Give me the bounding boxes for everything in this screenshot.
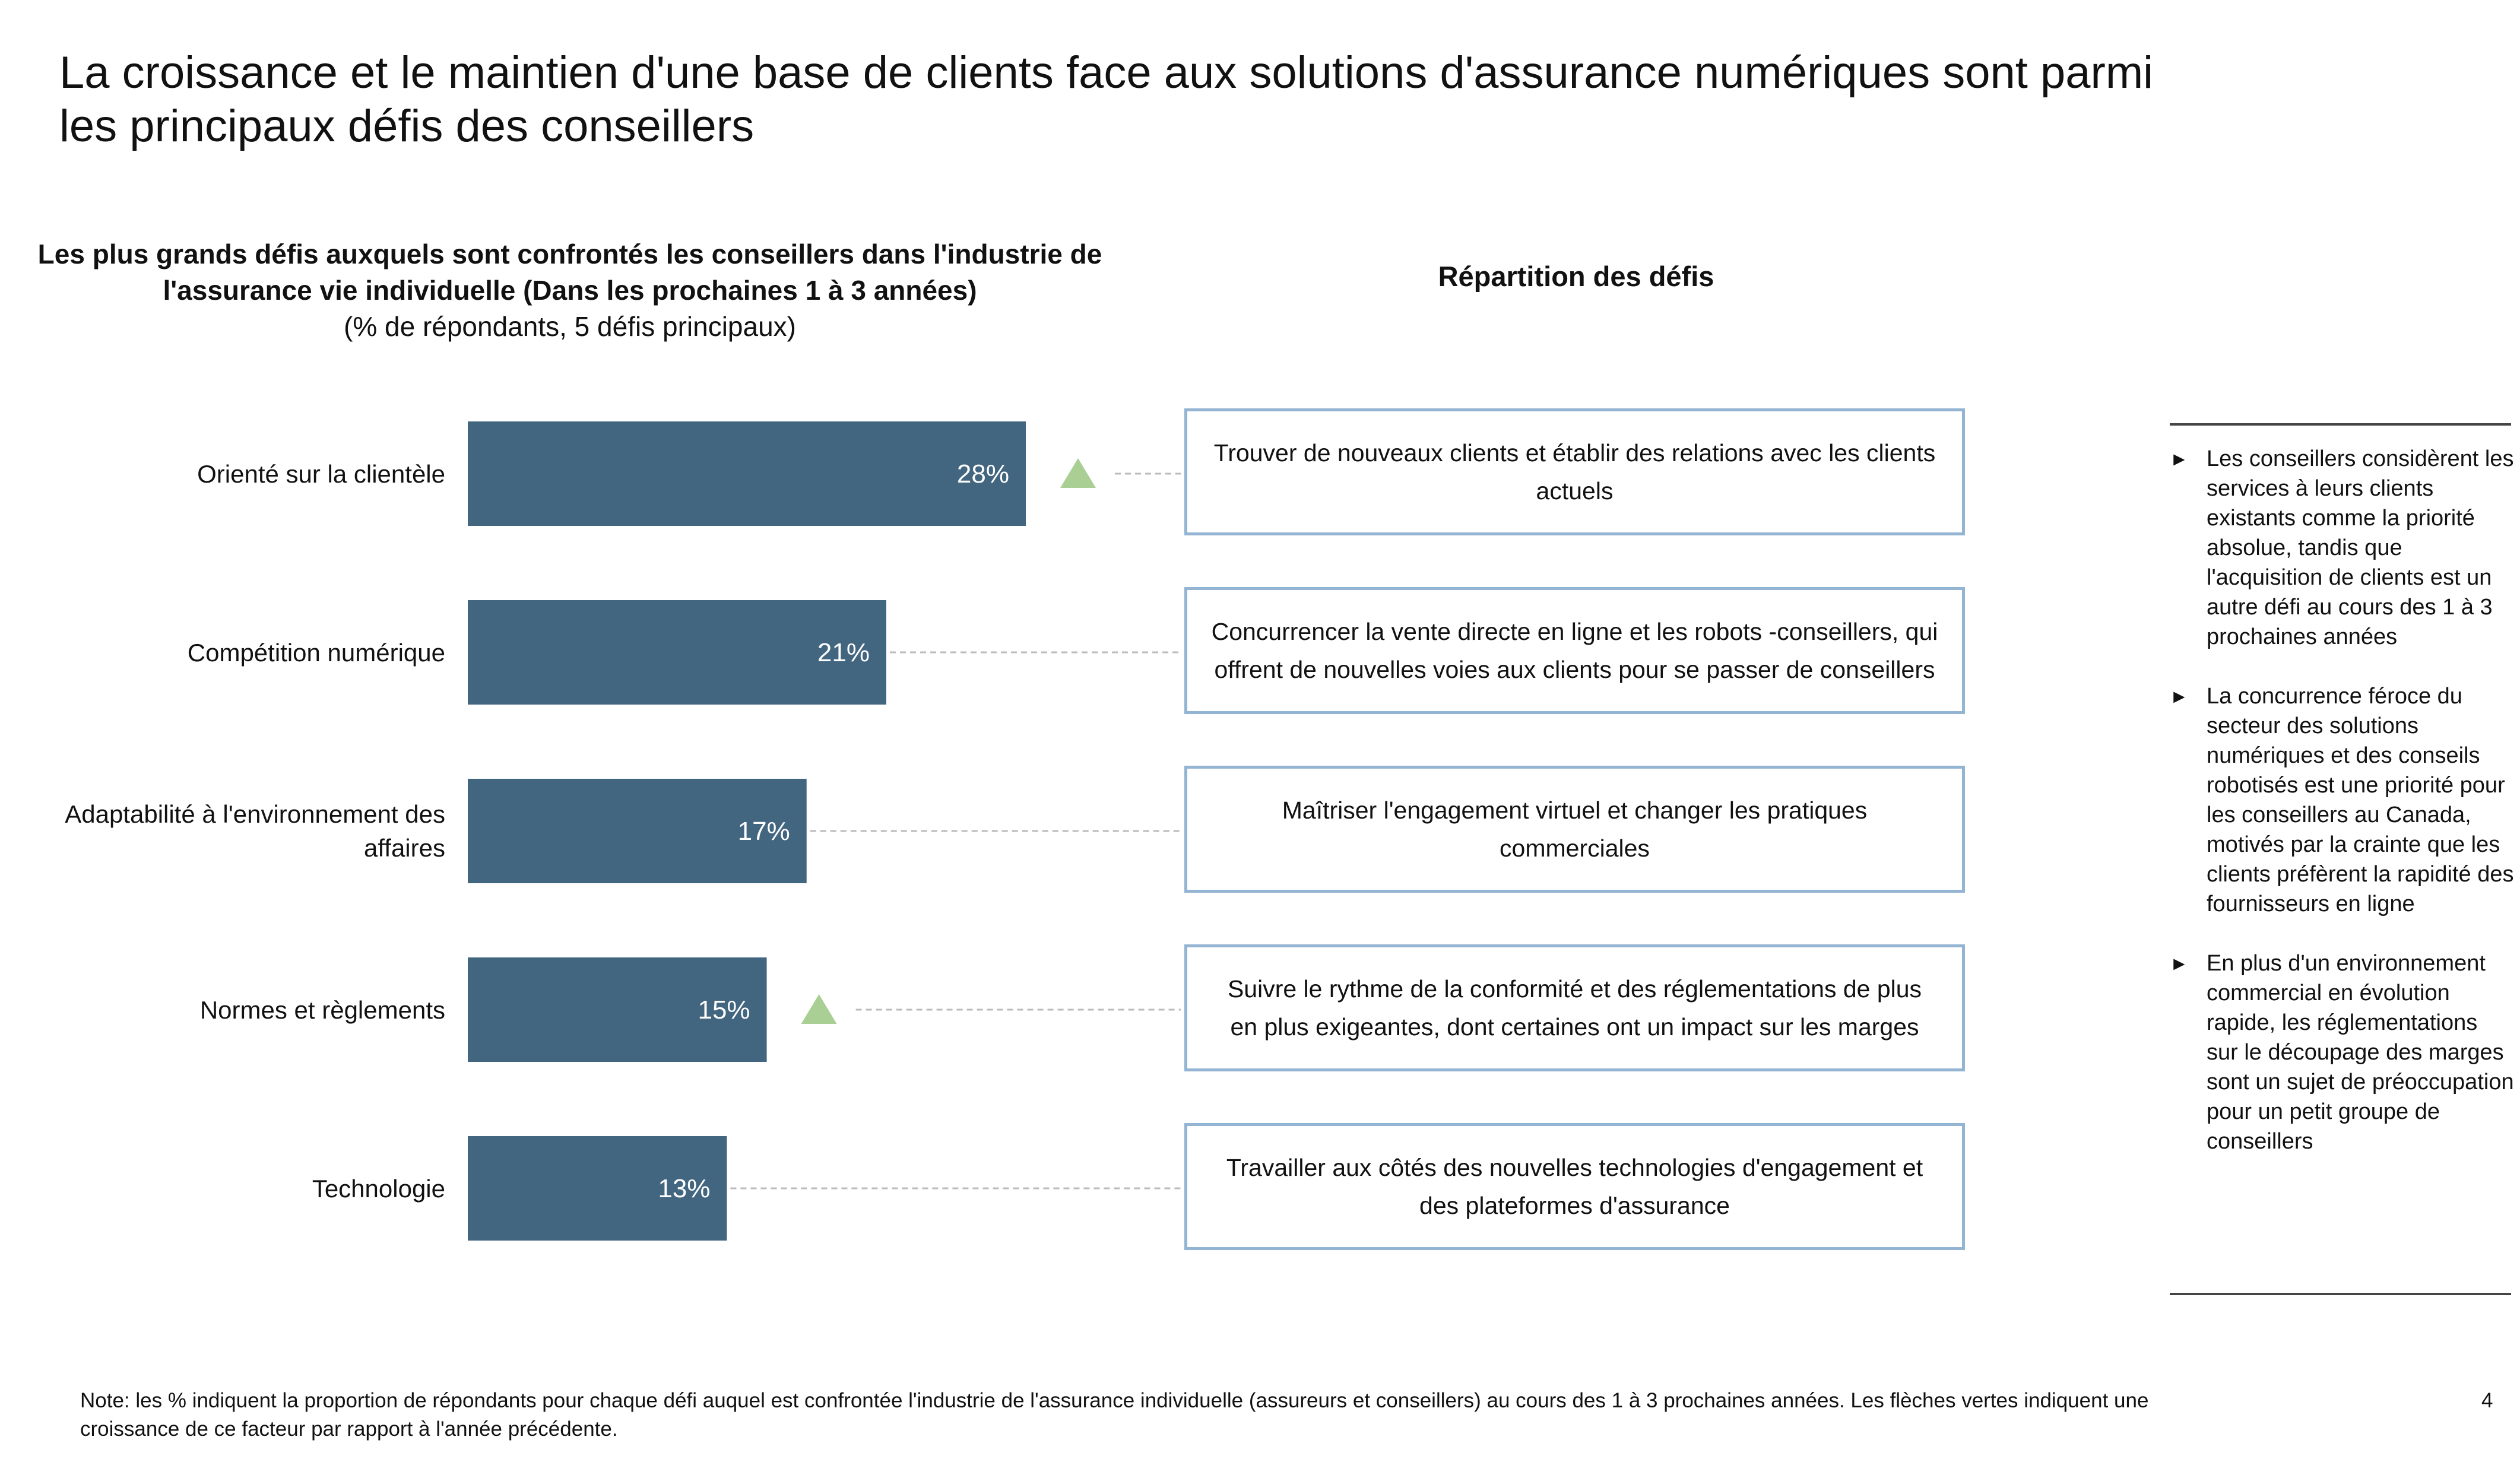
- insight-item-1: ► Les conseillers considèrent les service…: [2170, 444, 2514, 652]
- breakdown-header: Répartition des défis: [1438, 261, 1714, 292]
- bar-4: [468, 957, 767, 1062]
- breakdown-text-4: Suivre le rythme de la conformité et des…: [1227, 975, 1922, 1041]
- category-label-1: Orienté sur la clientèle: [197, 459, 445, 488]
- breakdown-box-3: Maîtriser l'engagement virtuel et change…: [1184, 766, 1965, 893]
- slide-title: La croissance et le maintien d'une base …: [59, 47, 2154, 151]
- insights-top-rule: [2170, 423, 2511, 426]
- insight-text-3: En plus d'un environnement commercial en…: [2207, 951, 2514, 1154]
- bar-value-label-1: 28%: [957, 459, 1009, 489]
- increase-triangle-icon-4: [801, 994, 837, 1024]
- category-label-2: Compétition numérique: [187, 638, 445, 667]
- breakdown-text-3: Maîtriser l'engagement virtuel et change…: [1282, 797, 1868, 862]
- bullet-arrow-icon: ►: [2170, 686, 2189, 707]
- category-label-5: Technologie: [312, 1174, 445, 1203]
- chart-title-block: Les plus grands défis auxquels sont conf…: [36, 236, 1104, 345]
- insights-bottom-rule: [2170, 1293, 2511, 1295]
- bar-2: [468, 600, 886, 705]
- breakdown-text-5: Travailler aux côtés des nouvelles techn…: [1226, 1154, 1923, 1219]
- breakdown-text-1: Trouver de nouveaux clients et établir d…: [1213, 439, 1936, 505]
- chart-title: Les plus grands défis auxquels sont conf…: [37, 239, 1102, 306]
- insights-list: ► Les conseillers considèrent les service…: [2170, 444, 2514, 1186]
- footnote: Note: les % indiquent la proportion de r…: [80, 1389, 2149, 1441]
- insight-text-1: Les conseillers considèrent les services…: [2207, 446, 2514, 649]
- increase-triangle-icon-1: [1060, 458, 1096, 488]
- insight-item-2: ► La concurrence féroce du secteur des so…: [2170, 681, 2514, 919]
- bullet-arrow-icon: ►: [2170, 953, 2189, 974]
- category-label-3: Adaptabilité à l'environnement des affai…: [65, 800, 445, 862]
- bar-1: [468, 421, 1026, 526]
- breakdown-text-2: Concurrencer la vente directe en ligne e…: [1211, 618, 1938, 683]
- page-number: 4: [2481, 1389, 2493, 1412]
- chart-subtitle: (% de répondants, 5 défis principaux): [344, 311, 796, 342]
- breakdown-box-5: Travailler aux côtés des nouvelles techn…: [1184, 1123, 1965, 1250]
- insight-item-3: ► En plus d'un environnement commercial e…: [2170, 949, 2514, 1156]
- bar-value-label-4: 15%: [698, 995, 750, 1025]
- bar-value-label-3: 17%: [738, 817, 790, 846]
- bar-value-label-2: 21%: [817, 638, 870, 667]
- breakdown-box-2: Concurrencer la vente directe en ligne e…: [1184, 587, 1965, 714]
- bar-3: [468, 779, 807, 883]
- insight-text-2: La concurrence féroce du secteur des sol…: [2207, 684, 2514, 916]
- bar-value-label-5: 13%: [658, 1174, 710, 1203]
- category-label-4: Normes et règlements: [199, 995, 445, 1024]
- breakdown-box-1: Trouver de nouveaux clients et établir d…: [1184, 408, 1965, 535]
- breakdown-box-4: Suivre le rythme de la conformité et des…: [1184, 944, 1965, 1071]
- bullet-arrow-icon: ►: [2170, 448, 2189, 470]
- bar-5: [468, 1136, 727, 1241]
